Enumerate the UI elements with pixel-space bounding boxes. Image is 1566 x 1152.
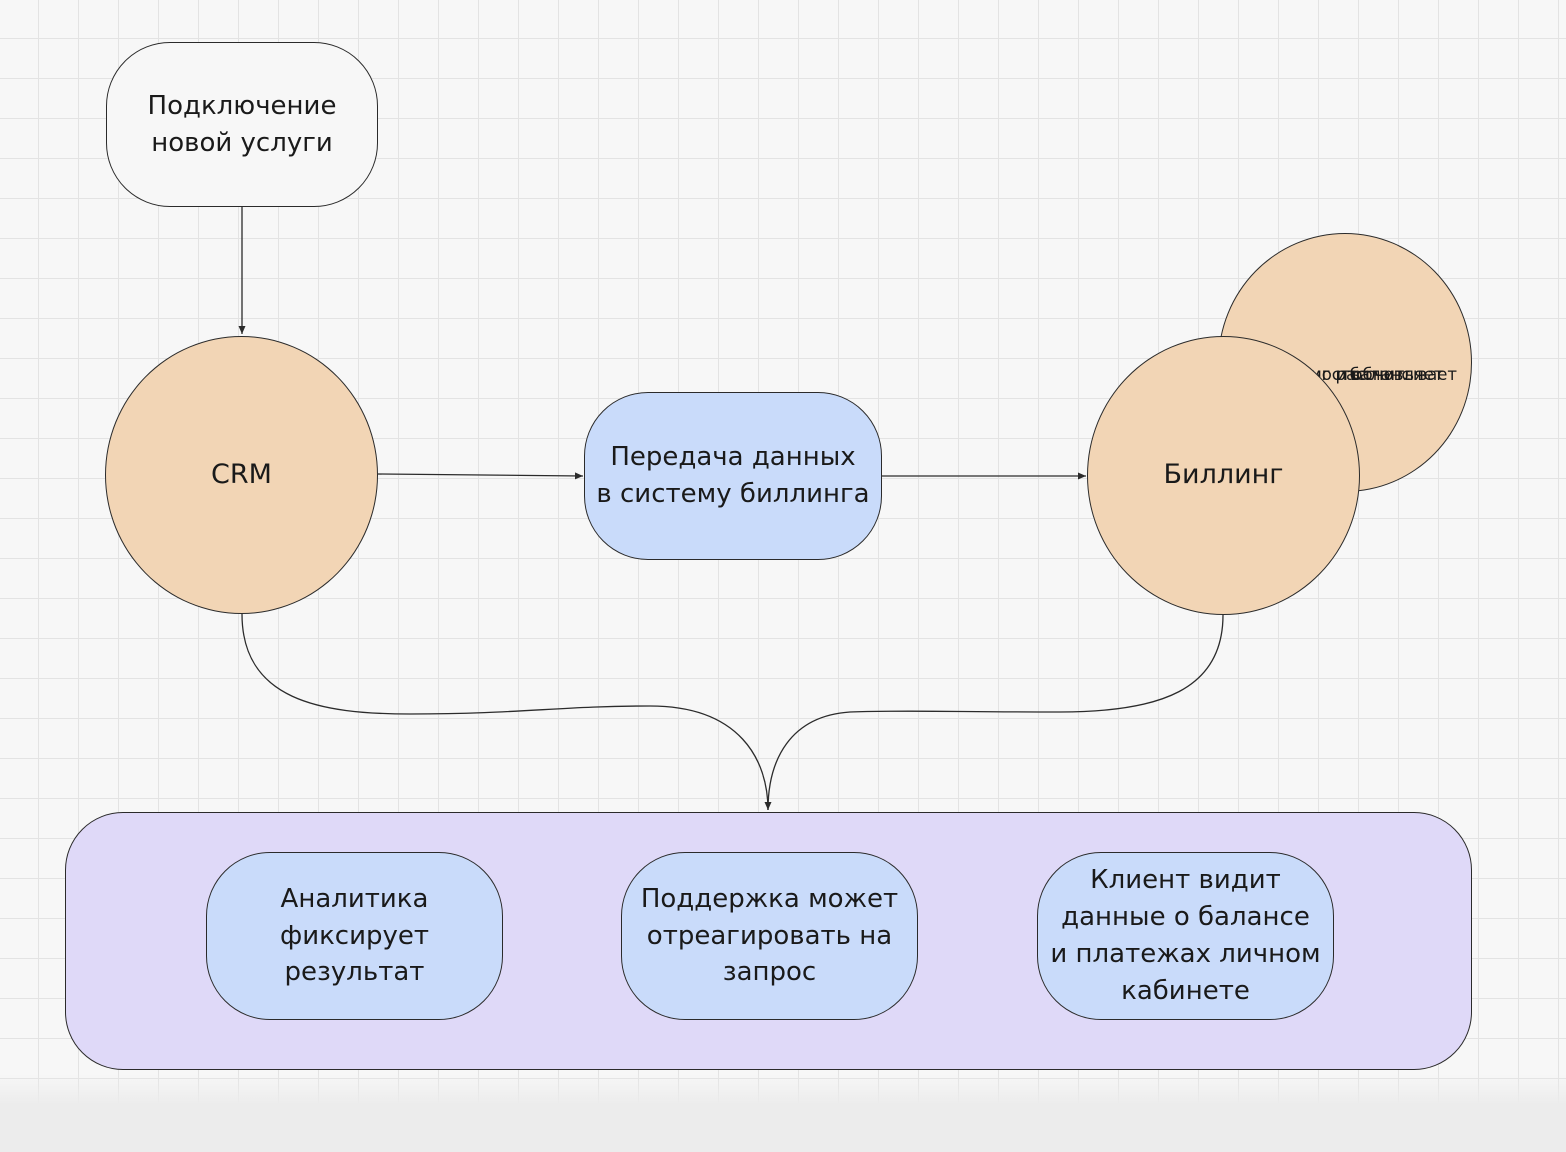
billing-note-line-4: баланс <box>1349 365 1411 384</box>
support-card-label: Поддержка может отреагировать на запрос <box>640 883 899 988</box>
analytics-card[interactable]: Аналитика фиксирует результат <box>206 852 503 1020</box>
start-node-label: Подключение новой услуги <box>147 90 337 158</box>
crm-node-label: CRM <box>211 458 272 490</box>
support-card[interactable]: Поддержка может отреагировать на запрос <box>621 852 918 1020</box>
transfer-node[interactable]: Передача данных в систему биллинга <box>584 392 882 560</box>
client-card-label: Клиент видит данные о балансе и платежах… <box>1050 865 1321 1006</box>
edge-crm-to-transfer <box>377 472 584 480</box>
start-node[interactable]: Подключение новой услуги <box>106 42 378 207</box>
billing-node[interactable]: Биллинг <box>1087 336 1360 615</box>
transfer-node-label: Передача данных в систему биллинга <box>596 442 870 509</box>
edge-crm-to-outcomes <box>241 613 772 811</box>
billing-note-line-3: и обновляет <box>1336 365 1444 384</box>
analytics-card-label: Аналитика фиксирует результат <box>279 883 430 988</box>
client-card[interactable]: Клиент видит данные о балансе и платежах… <box>1037 852 1334 1020</box>
canvas-bottom-bar <box>0 1074 1566 1152</box>
crm-node[interactable]: CRM <box>105 336 378 614</box>
billing-node-label: Биллинг <box>1163 459 1284 491</box>
edge-billing-to-outcomes <box>767 614 1224 811</box>
